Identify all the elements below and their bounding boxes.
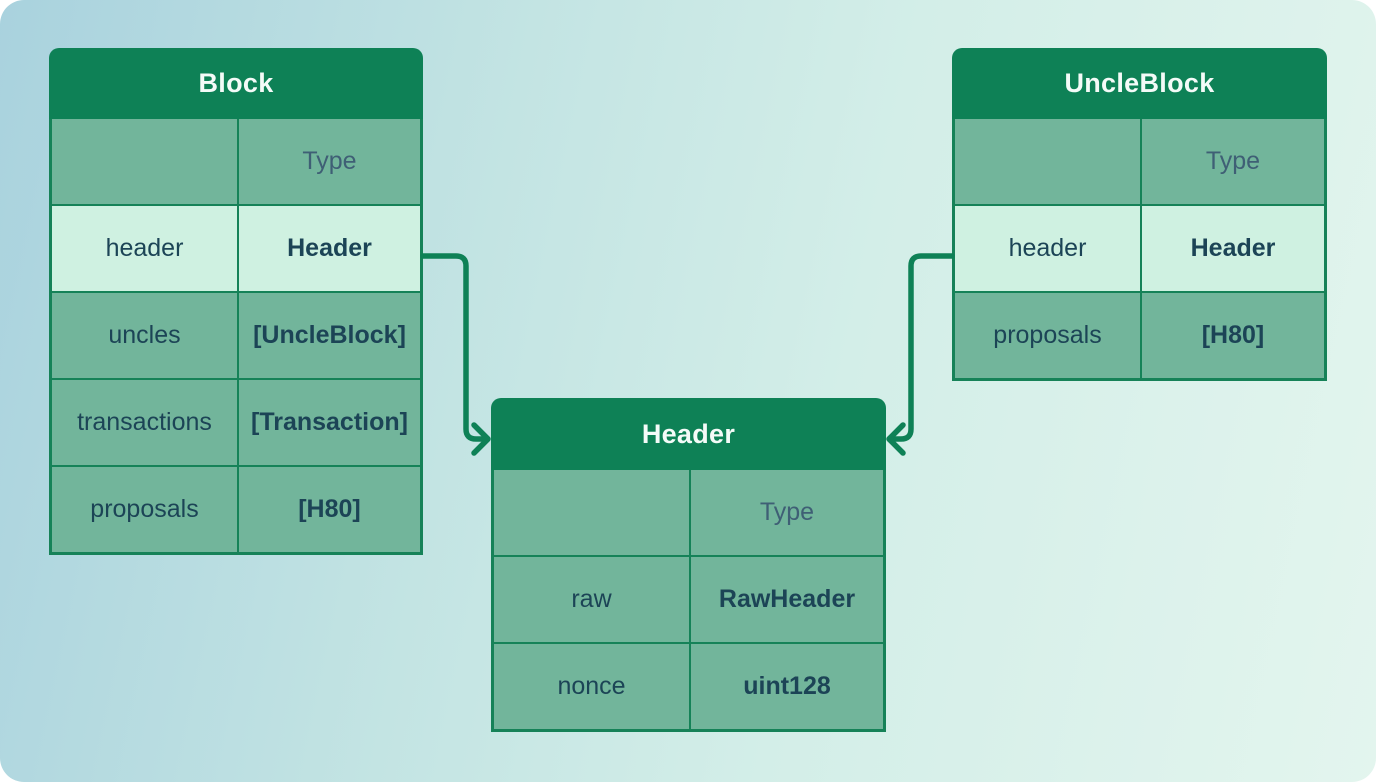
type-value-cell: [Transaction]: [239, 380, 420, 465]
table-header-body: Type raw RawHeader nonce uint128: [491, 470, 886, 732]
type-value-cell: [H80]: [239, 467, 420, 552]
table-block-body: Type header Header uncles [UncleBlock] t…: [49, 119, 423, 555]
field-name-cell: uncles: [52, 293, 237, 378]
field-name-cell: transactions: [52, 380, 237, 465]
type-value-cell: [UncleBlock]: [239, 293, 420, 378]
field-name-cell: raw: [494, 557, 689, 642]
table-uncleblock: UncleBlock Type header Header proposals …: [952, 48, 1327, 381]
field-name-cell: header: [955, 206, 1140, 291]
table-uncleblock-body: Type header Header proposals [H80]: [952, 119, 1327, 381]
table-header: Header Type raw RawHeader nonce uint128: [491, 398, 886, 732]
empty-corner-cell: [494, 470, 689, 555]
table-uncleblock-title: UncleBlock: [952, 48, 1327, 119]
connector-uncleblock-header-to-header: [886, 253, 955, 456]
table-block: Block Type header Header uncles [UncleBl…: [49, 48, 423, 555]
table-block-title: Block: [49, 48, 423, 119]
field-name-cell: header: [52, 206, 237, 291]
type-value-cell: uint128: [691, 644, 883, 729]
field-name-cell: proposals: [955, 293, 1140, 378]
type-value-cell: Header: [239, 206, 420, 291]
type-column-header: Type: [239, 119, 420, 204]
field-name-cell: nonce: [494, 644, 689, 729]
empty-corner-cell: [955, 119, 1140, 204]
connector-block-header-to-header: [420, 253, 491, 456]
type-value-cell: RawHeader: [691, 557, 883, 642]
type-value-cell: [H80]: [1142, 293, 1324, 378]
arrowhead-left-icon: [886, 422, 906, 456]
empty-corner-cell: [52, 119, 237, 204]
type-column-header: Type: [1142, 119, 1324, 204]
type-value-cell: Header: [1142, 206, 1324, 291]
table-header-title: Header: [491, 398, 886, 470]
arrowhead-right-icon: [471, 422, 491, 456]
type-column-header: Type: [691, 470, 883, 555]
field-name-cell: proposals: [52, 467, 237, 552]
